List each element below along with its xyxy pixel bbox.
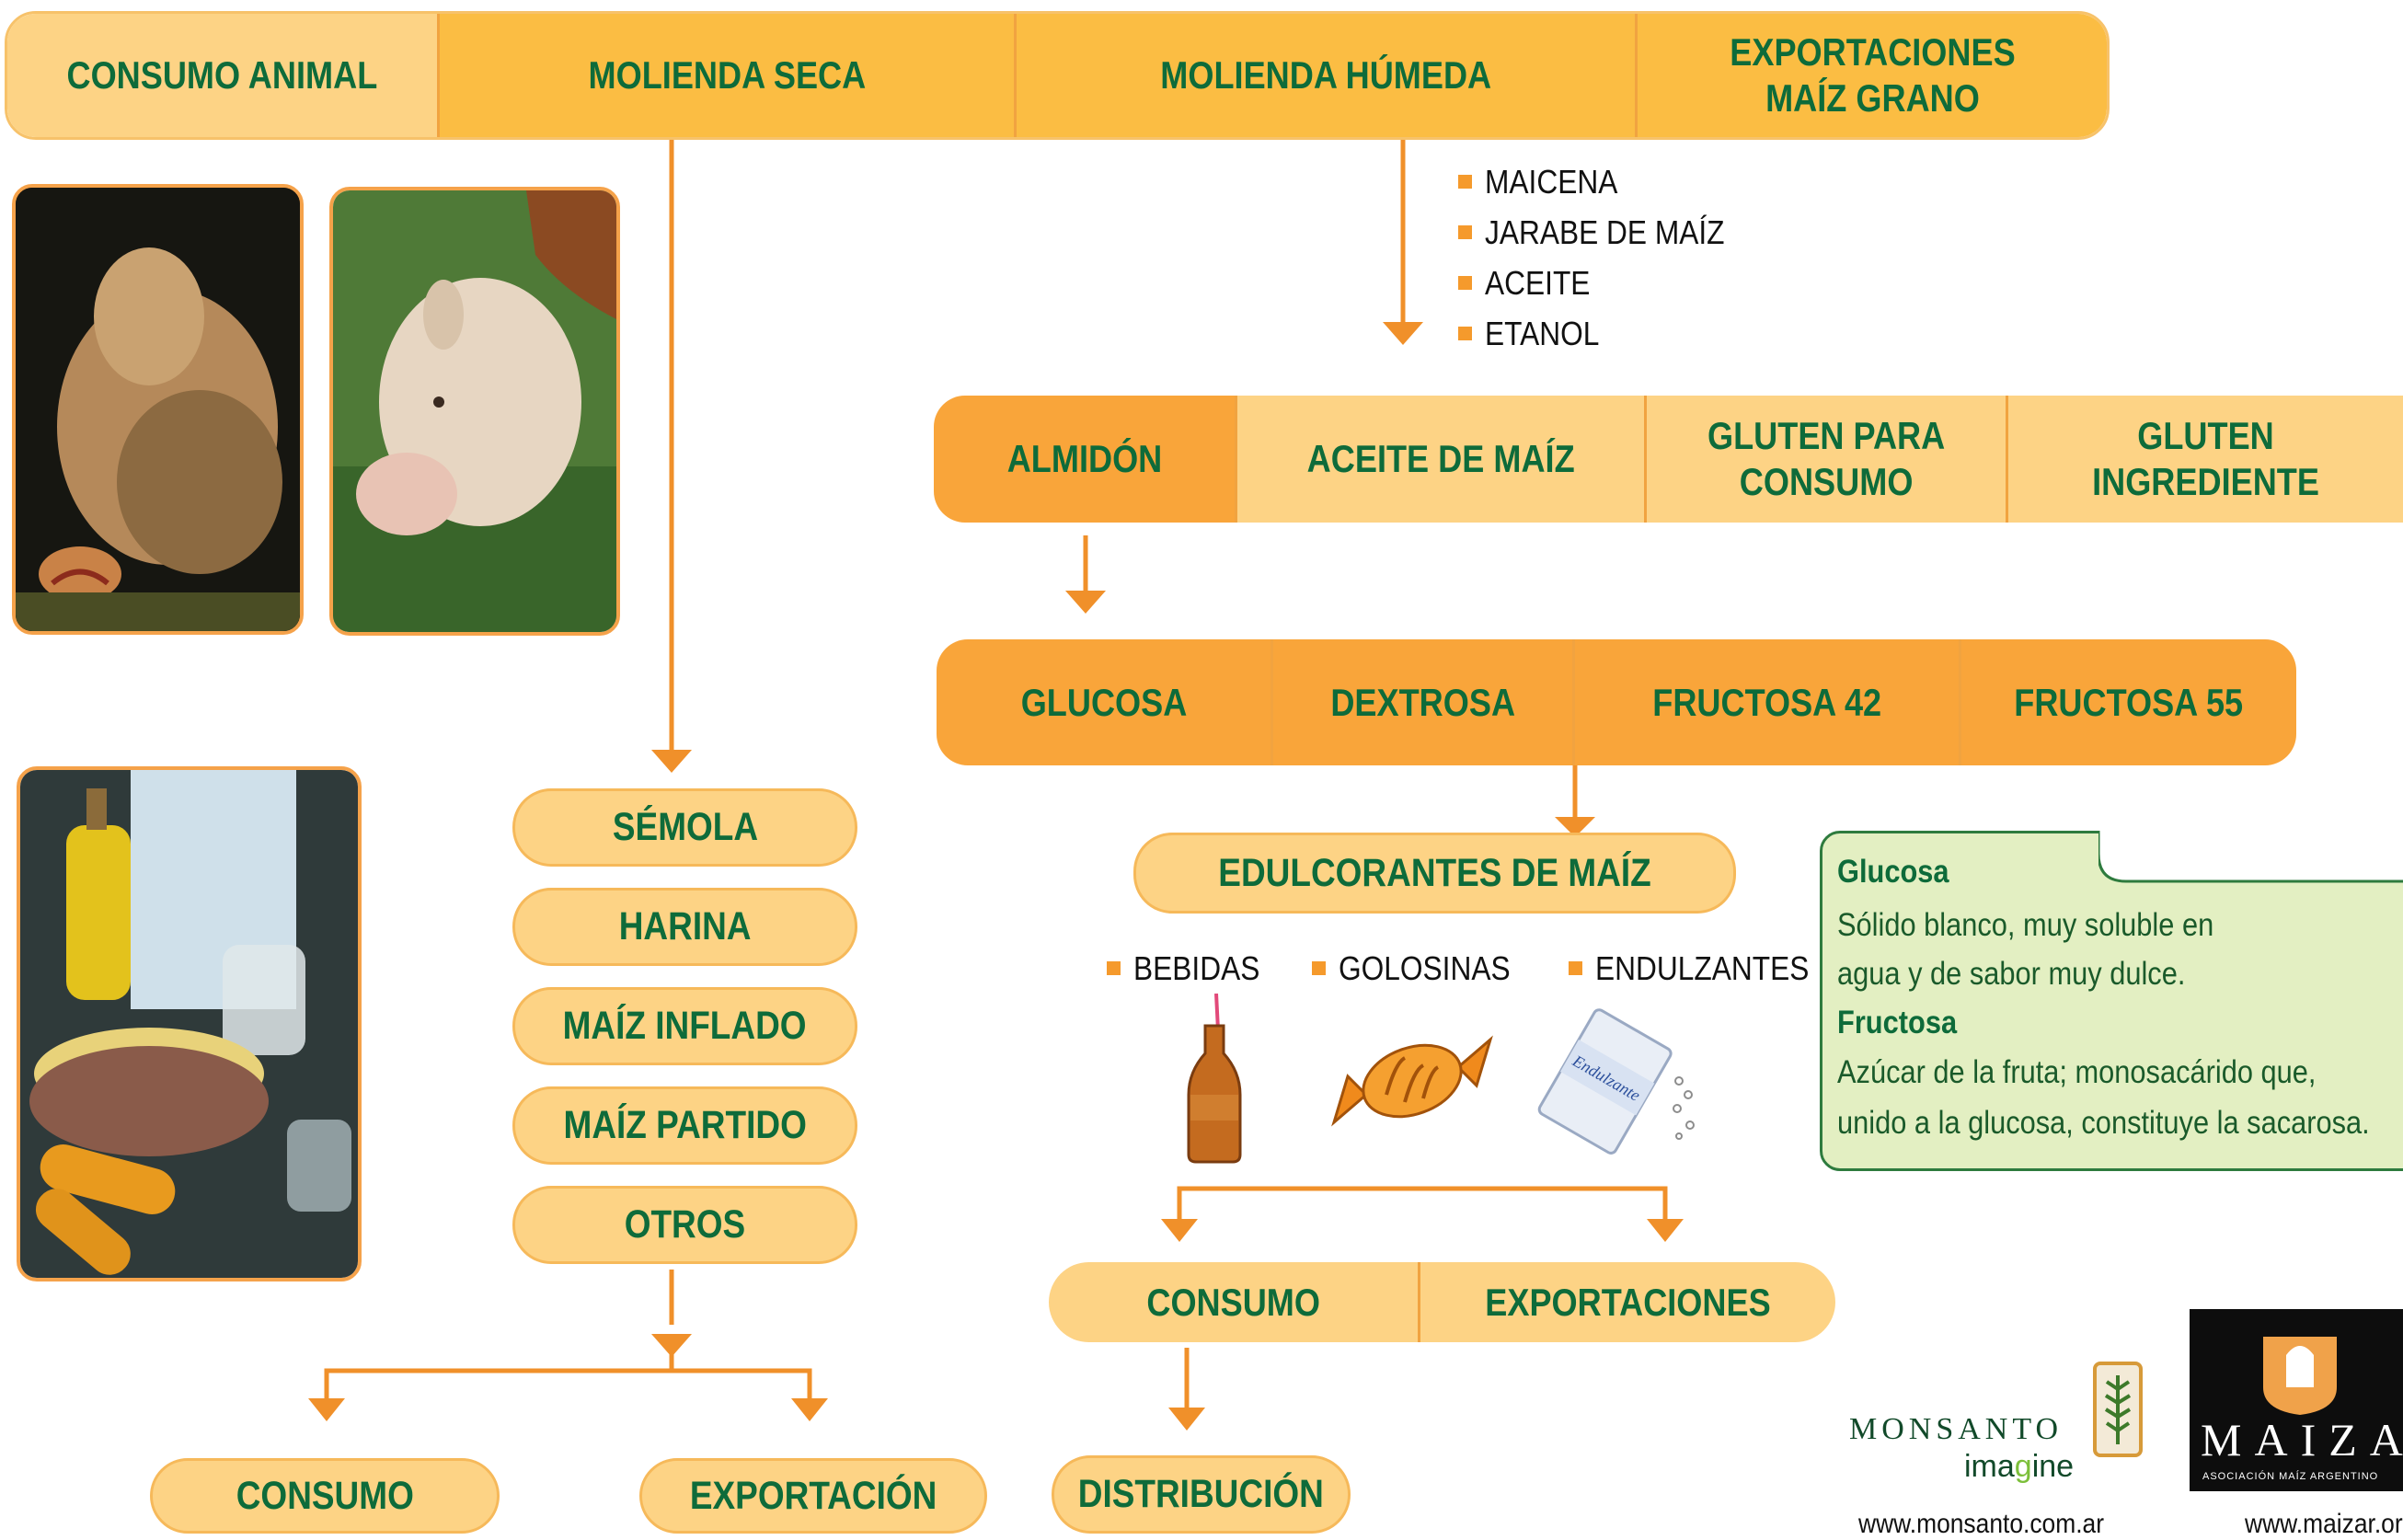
dextrosa-cell: DEXTROSA [1273,639,1575,765]
cow-photo [329,187,620,636]
bullet-icon [1569,961,1583,975]
consumo-animal-label: CONSUMO ANIMAL [66,53,378,98]
glucosa-label: GLUCOSA [1020,680,1187,724]
gluten-ingrediente-cell: GLUTEN INGREDIENTE [2008,396,2403,523]
fructosa42-label: FRUCTOSA 42 [1652,680,1881,724]
exportaciones-label: EXPORTACIONES [1485,1280,1771,1324]
definitions-box: Glucosa Sólido blanco, muy soluble en ag… [1820,831,2403,1171]
aceite-label: ACEITE DE MAÍZ [1306,437,1575,481]
bullet-icon [1458,276,1472,290]
exportaciones-maiz-cell: EXPORTACIONES MAÍZ GRANO [1638,14,2107,137]
monsanto-leaf-icon [2093,1362,2143,1457]
maizar-url[interactable]: www.maizar.org.ar [2245,1509,2403,1539]
gluten-consumo-label: GLUTEN PARA CONSUMO [1707,414,1946,503]
dextrosa-label: DEXTROSA [1330,680,1515,724]
exportaciones-cell: EXPORTACIONES [1420,1262,1835,1342]
monsanto-tagline: imagine [1964,1449,2075,1484]
edulcorante-uses: BEBIDAS GOLOSINAS ENDULZANTES [1107,943,1838,994]
aceite-cell: ACEITE DE MAÍZ [1237,396,1647,523]
soda-bottle-icon [1187,994,1242,1164]
top-category-bar: CONSUMO ANIMAL MOLIENDA SECA MOLIENDA HÚ… [5,11,2110,140]
list-item: GOLOSINAS [1312,943,1534,994]
exportaciones-maiz-label: EXPORTACIONES MAÍZ GRANO [1729,30,2016,120]
list-item: BEBIDAS [1107,943,1277,994]
molienda-humeda-label: MOLIENDA HÚMEDA [1160,53,1491,98]
list-item: ACEITE [1458,258,1757,308]
gluten-ingrediente-label: GLUTEN INGREDIENTE [2092,414,2319,503]
molienda-humeda-cell: MOLIENDA HÚMEDA [1017,14,1638,137]
gluten-consumo-cell: GLUTEN PARA CONSUMO [1647,396,2008,523]
distribucion-pill: DISTRIBUCIÓN [1052,1455,1351,1534]
fructosa-definition-line2: unido a la glucosa, constituye la sacaro… [1837,1105,2370,1141]
almidon-products-bar: ALMIDÓN ACEITE DE MAÍZ GLUTEN PARA CONSU… [934,396,2403,523]
bullet-icon [1312,961,1327,975]
corn-products-photo [17,766,362,1281]
glucosa-cell: GLUCOSA [937,639,1273,765]
otros-pill: OTROS [512,1186,857,1264]
molienda-humeda-products: MAICENA JARABE DE MAÍZ ACEITE ETANOL [1458,156,1757,359]
fructosa-definition-title: Fructosa [1837,1005,1958,1040]
fructosa42-cell: FRUCTOSA 42 [1575,639,1961,765]
maiz-partido-label: MAÍZ PARTIDO [563,1103,807,1147]
bullet-icon [1458,175,1472,189]
maizar-logo: MAIZAR ASOCIACIÓN MAÍZ ARGENTINO [2190,1309,2403,1491]
fructosa55-cell: FRUCTOSA 55 [1961,639,2296,765]
harina-pill: HARINA [512,888,857,966]
sweetener-packet-icon: Endulzante [1537,1008,1695,1155]
glucosa-definition-title: Glucosa [1837,854,1949,890]
otros-label: OTROS [624,1202,746,1247]
maiz-inflado-label: MAÍZ INFLADO [563,1004,807,1048]
seca-consumo-label: CONSUMO [236,1473,414,1518]
semola-label: SÉMOLA [612,805,758,849]
semola-pill: SÉMOLA [512,788,857,867]
fructosa-definition-line1: Azúcar de la fruta; monosacárido que, [1837,1054,2317,1090]
glucose-products-bar: GLUCOSA DEXTROSA FRUCTOSA 42 FRUCTOSA 55 [937,639,2296,765]
glucosa-definition-line1: Sólido blanco, muy soluble en [1837,907,2214,943]
list-item: ETANOL [1458,308,1757,359]
distribucion-label: DISTRIBUCIÓN [1077,1472,1325,1516]
list-item: JARABE DE MAÍZ [1458,207,1757,258]
maizar-emblem-icon [2263,1337,2337,1415]
hen-photo [12,184,304,635]
maiz-partido-pill: MAÍZ PARTIDO [512,1086,857,1165]
edulcorantes-pill: EDULCORANTES DE MAÍZ [1133,833,1736,914]
maizar-wordmark: MAIZAR [2201,1414,2403,1465]
bullet-icon [1458,225,1472,239]
consumo-label: CONSUMO [1146,1280,1320,1324]
list-item: MAICENA [1458,156,1757,207]
candy-icon [1331,1035,1493,1127]
edulcorantes-destination-bar: CONSUMO EXPORTACIONES [1049,1262,1835,1342]
glucosa-definition-line2: agua y de sabor muy dulce. [1837,956,2186,992]
consumo-animal-cell: CONSUMO ANIMAL [7,14,440,137]
bullet-icon [1107,961,1121,975]
molienda-seca-label: MOLIENDA SECA [588,53,866,98]
fructosa55-label: FRUCTOSA 55 [2014,680,2244,724]
box-tab-notch [2098,831,2403,883]
seca-exportacion-pill: EXPORTACIÓN [639,1458,987,1534]
almidon-cell: ALMIDÓN [934,396,1237,523]
maiz-inflado-pill: MAÍZ INFLADO [512,987,857,1065]
bullet-icon [1458,327,1472,340]
consumo-cell: CONSUMO [1049,1262,1420,1342]
molienda-seca-cell: MOLIENDA SECA [440,14,1017,137]
seca-consumo-pill: CONSUMO [150,1458,500,1534]
monsanto-wordmark: MONSANTO [1849,1412,2064,1446]
monsanto-url[interactable]: www.monsanto.com.ar [1858,1509,2105,1539]
edulcorantes-label: EDULCORANTES DE MAÍZ [1218,850,1651,895]
maizar-subtitle: ASOCIACIÓN MAÍZ ARGENTINO [2202,1471,2379,1482]
almidon-label: ALMIDÓN [1006,437,1162,481]
seca-exportacion-label: EXPORTACIÓN [689,1473,937,1518]
harina-label: HARINA [618,904,752,948]
list-item: ENDULZANTES [1569,943,1838,994]
monsanto-logo: MONSANTO imagine [1845,1362,2148,1500]
